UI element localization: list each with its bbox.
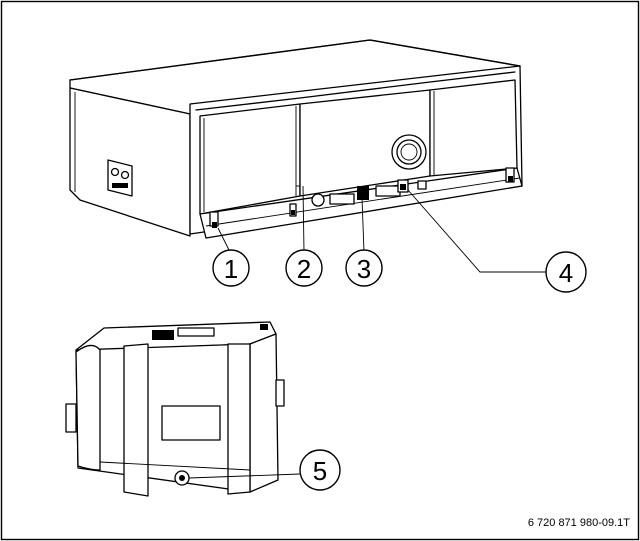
- control-unit-housing: [69, 39, 523, 239]
- callout-1: 1: [212, 249, 250, 287]
- callout-3: 3: [345, 249, 383, 287]
- figure-reference: 6 720 871 980-09.1T: [528, 517, 630, 529]
- module-unit: [65, 321, 285, 497]
- callout-4-label: 4: [559, 258, 573, 288]
- front-panel-left: [199, 103, 301, 215]
- callout-5-label: 5: [313, 456, 327, 486]
- front-panel-right: [429, 79, 518, 177]
- callout-4: 4: [545, 251, 587, 293]
- callout-5: 5: [299, 449, 341, 491]
- callout-2: 2: [285, 249, 323, 287]
- rotary-knob: [391, 134, 427, 170]
- callout-2-label: 2: [297, 254, 311, 284]
- callout-3-label: 3: [357, 254, 371, 284]
- latch-right: [505, 167, 515, 183]
- latch-left: [209, 211, 219, 228]
- latch-mid: [289, 203, 297, 217]
- callout-1-label: 1: [224, 254, 238, 284]
